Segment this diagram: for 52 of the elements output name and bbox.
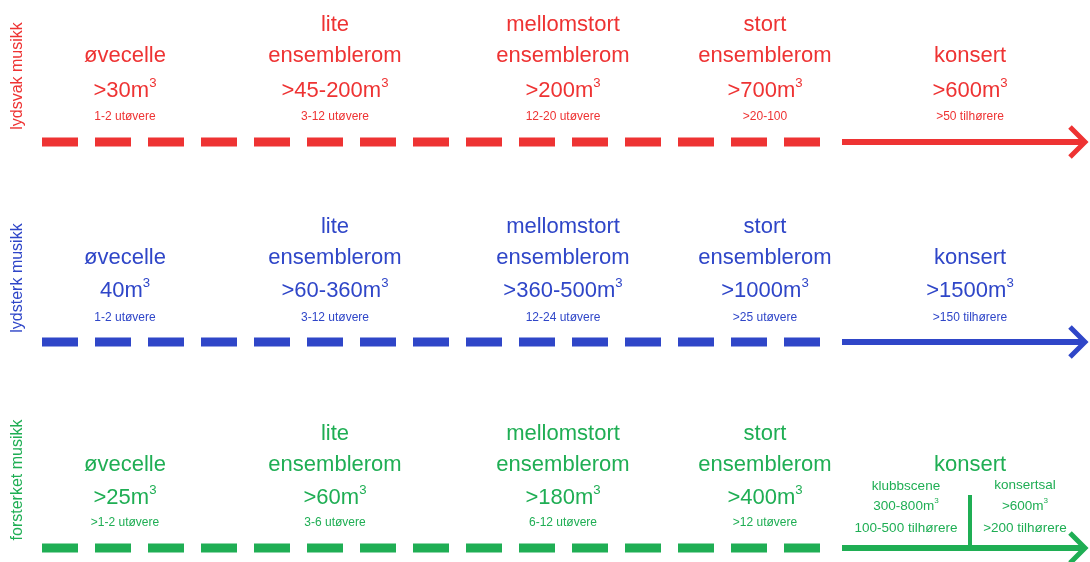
capacity-label: 1-2 utøvere — [94, 109, 156, 123]
volume-label: >45-200m$^{3}$ — [281, 77, 389, 103]
room-type-label: lite ensemblerom — [268, 10, 402, 69]
volume-label: >700m$^{3}$ — [727, 77, 803, 103]
room-type-label: øvecelle — [84, 450, 166, 478]
room-type-label: lite ensemblerom — [268, 212, 402, 271]
capacity-label: >25 utøvere — [732, 310, 798, 324]
volume-label: >1500m$^{3}$ — [926, 277, 1014, 303]
room-type-label: stort ensemblerom — [698, 10, 832, 69]
volume-label: >60m$^{3}$ — [303, 484, 367, 510]
volume-label: >360-500m$^{3}$ — [503, 277, 623, 303]
capacity-label: 6-12 utøvere — [529, 515, 597, 529]
room-type-label: stort ensemblerom — [698, 419, 832, 478]
capacity-label: 3-12 utøvere — [301, 109, 369, 123]
sub-label: >200 tilhørere — [983, 519, 1067, 535]
sub-label: 300-800m$^{3}$ — [873, 497, 939, 513]
capacity-label: 12-24 utøvere — [525, 310, 601, 324]
room-type-label: mellomstort ensemblerom — [496, 419, 630, 478]
capacity-label: >12 utøvere — [732, 515, 798, 529]
volume-label: >25m$^{3}$ — [93, 484, 157, 510]
sub-label: klubbscene — [871, 477, 941, 493]
room-type-label: konsert — [933, 243, 1007, 271]
volume-label: >30m$^{3}$ — [93, 77, 157, 103]
room-type-label: lite ensemblerom — [268, 419, 402, 478]
sub-label: konsertsal — [994, 476, 1056, 492]
room-type-label: konsert — [933, 450, 1007, 478]
volume-label: 40m$^{3}$ — [99, 277, 151, 303]
room-type-label: stort ensemblerom — [698, 212, 832, 271]
row-label: lydsterk musikk — [8, 223, 26, 333]
room-type-label: øvecelle — [84, 41, 166, 69]
capacity-label: 3-6 utøvere — [304, 515, 366, 529]
room-type-label: øvecelle — [84, 243, 166, 271]
volume-label: >600m$^{3}$ — [932, 77, 1008, 103]
capacity-label: 3-12 utøvere — [301, 310, 369, 324]
volume-label: >200m$^{3}$ — [525, 77, 601, 103]
volume-label: >1000m$^{3}$ — [721, 277, 809, 303]
room-type-label: mellomstort ensemblerom — [496, 10, 630, 69]
capacity-label: >20-100 — [742, 109, 788, 123]
sub-label: >600m$^{3}$ — [1001, 497, 1049, 513]
capacity-label: >1-2 utøvere — [90, 515, 160, 529]
room-type-label: mellomstort ensemblerom — [496, 212, 630, 271]
capacity-label: >150 tilhørere — [932, 310, 1008, 324]
volume-label: >400m$^{3}$ — [727, 484, 803, 510]
volume-label: >180m$^{3}$ — [525, 484, 601, 510]
row-label: forsterket musikk — [8, 419, 26, 541]
capacity-label: 12-20 utøvere — [525, 109, 601, 123]
volume-label: >60-360m$^{3}$ — [281, 277, 389, 303]
sub-label: 100-500 tilhørere — [854, 519, 958, 535]
room-type-label: konsert — [933, 41, 1007, 69]
capacity-label: >50 tilhørere — [936, 109, 1004, 123]
capacity-label: 1-2 utøvere — [94, 310, 156, 324]
row-label: lydsvak musikk — [8, 22, 26, 130]
